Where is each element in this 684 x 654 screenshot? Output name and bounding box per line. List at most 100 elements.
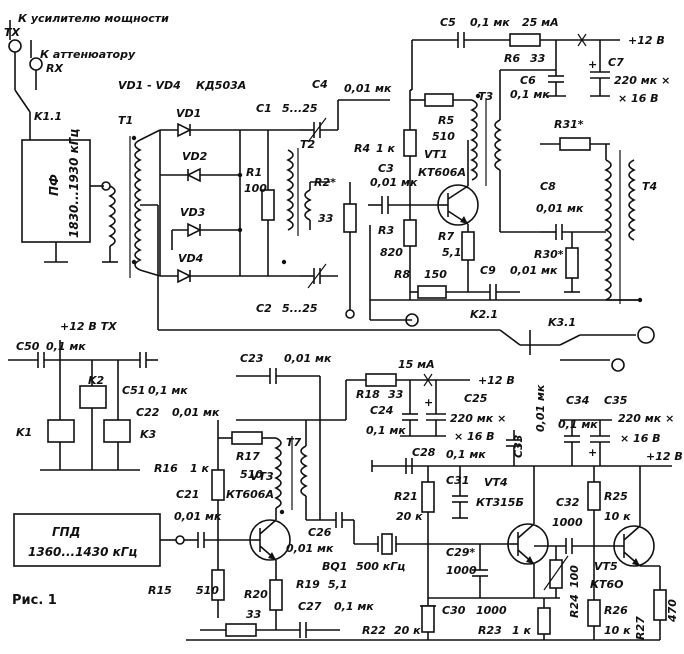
resistor-r26 [587,546,601,640]
c29-label: C29* [446,546,475,559]
c23-label: C23 [240,352,264,365]
r23-value: 1 к [512,624,531,637]
gpd-block [13,513,198,567]
c27-label: C27 [298,600,322,613]
r7-label: R7 [438,230,454,243]
k11-label: K1.1 [34,110,62,123]
c21-label: C21 [176,488,199,501]
c28-label: C28 [412,446,436,459]
r22-value: 20 к [394,624,421,637]
vt3-label: VT3 [250,470,274,483]
vt5-label: VT5 [594,560,618,573]
r6-value: 33 [530,52,546,65]
relay-contacts-k2-k3 [158,326,655,372]
c5-label: C5 [440,16,456,29]
vt5-type: КТ6О [590,578,624,591]
capacitor-c4 [337,99,390,130]
supply-top-label: +12 В [628,34,665,47]
resistor-r27 [653,589,667,640]
t7-label: T7 [286,436,302,449]
c26-label: C26 [308,526,332,539]
vd3-label: VD3 [180,206,206,219]
resistor-r8 [410,285,490,299]
resistor-r18 [236,373,470,421]
r18-label: R18 [356,388,380,401]
r2-value: 33 [318,212,334,225]
c7-value: 220 мк × [614,74,670,87]
c22-label: C22 [136,406,160,419]
c23-value: 0,01 мк [284,352,332,365]
c24-label: C24 [370,404,393,417]
c33-label: C33 [512,434,525,458]
vd1-label: VD1 [176,107,201,120]
r26-label: R26 [604,604,628,617]
resistor-r20 [200,623,300,637]
r25-label: R25 [604,490,628,503]
r21-label: R21 [394,490,418,503]
capacitor-c35: + [560,419,612,466]
r23-label: R23 [478,624,502,637]
crystal-bq1 [354,533,510,555]
vd2-label: VD2 [182,150,208,163]
c22-value: 0,01 мк [172,406,220,419]
c1-label: C1 [256,102,272,115]
c33-value: 0,01 мк [534,384,547,432]
r16-value: 1 к [190,462,209,475]
r8-value: 150 [424,268,447,281]
k31-label: K3.1 [548,316,576,329]
c25-value-2: × 16 В [454,430,495,443]
vt4-type: КТ315Б [476,496,524,509]
bq1-label: BQ1 [322,560,347,573]
t3-label: T3 [478,90,494,103]
c8-label: C8 [540,180,556,193]
rx-tag: RX [46,62,63,75]
capacitor-c24 [402,380,418,436]
c6-label: C6 [520,74,536,87]
c9-value: 0,01 мк [510,264,558,277]
c21-value: 0,01 мк [174,510,222,523]
c50-label: C50 [16,340,40,353]
resistor-r25 [587,466,601,546]
c7-plus: + [588,58,597,71]
c8-value: 0,01 мк [536,202,584,215]
c29-value: 1000 [446,564,477,577]
resistor-r6 [500,33,620,71]
capacitor-c9 [489,284,520,300]
c30-value: 1000 [476,604,507,617]
c34-label: C34 [566,394,589,407]
resistor-r7 [461,231,475,292]
c25-plus: + [424,396,433,409]
output-connectors [8,20,43,90]
c34-value: 0,1 мк [558,418,598,431]
c50-value: 0,1 мк [46,340,86,353]
resistor-r1 [240,129,300,277]
transistor-vt5 [606,466,661,590]
capacitor-c30 [420,598,436,607]
tx-connector [8,39,22,53]
c3-value: 0,01 мк [370,176,418,189]
r20-value: 33 [246,608,262,621]
r25-value: 10 к [604,510,631,523]
t2-label: T2 [300,138,316,151]
pf-title: ПФ [47,174,61,196]
resistor-r5 [403,90,472,205]
r1-value: 100 [244,182,267,195]
r18-value: 33 [388,388,404,401]
c35-value-2: × 16 В [620,432,661,445]
diode-ring [159,122,243,284]
vt1-label: VT1 [424,148,448,161]
c25-value: 220 мк × [450,412,506,425]
figure-caption: Рис. 1 [12,593,57,608]
trimmer-c1 [300,117,338,143]
k2-label: K2 [88,374,105,387]
bq1-value: 500 кГц [356,560,405,573]
resistor-r30 [564,232,580,293]
c4-value: 0,01 мк [344,82,392,95]
capacitor-c26 [306,512,355,544]
c51-label: C51 [122,384,145,397]
r5-label: R5 [438,114,454,127]
capacitor-c33 [506,430,522,466]
rx-output-label: К аттенюатору [40,48,136,61]
